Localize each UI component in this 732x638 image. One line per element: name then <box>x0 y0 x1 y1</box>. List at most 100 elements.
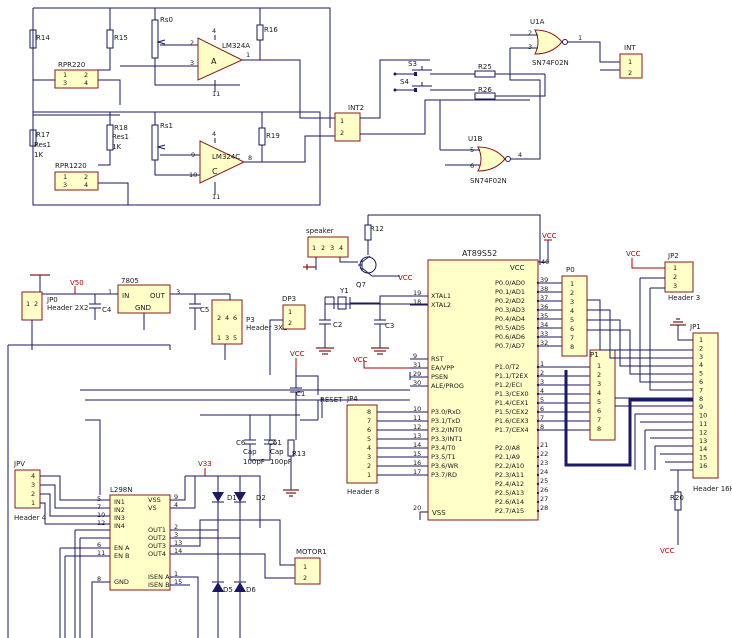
mcu-pin-number: 32 <box>540 339 548 347</box>
mcu-pin-label: ALE/PROG <box>431 382 464 390</box>
svg-text:C2: C2 <box>333 321 342 329</box>
l298-pin-number: 13 <box>174 539 182 547</box>
mcu-pin-label: P0.7/AD7 <box>495 342 525 350</box>
rpr220-label: RPR220 <box>58 61 85 69</box>
svg-text:2: 2 <box>673 273 677 281</box>
svg-text:2: 2 <box>190 39 194 47</box>
mcu-pin-number: 23 <box>540 459 548 467</box>
svg-text:4: 4 <box>212 130 216 138</box>
svg-text:INT2: INT2 <box>348 104 364 112</box>
rs0-potentiometer <box>151 19 159 59</box>
svg-text:1: 1 <box>63 173 67 181</box>
mcu-pin-number: 18 <box>413 298 421 306</box>
header-pin-number: 7 <box>570 334 574 342</box>
header-pin-number: 8 <box>699 395 703 403</box>
l298-pin-number: 11 <box>97 549 105 557</box>
mcu-pin-number: 33 <box>540 330 548 338</box>
l298-pin-number: 10 <box>97 511 105 519</box>
svg-text:4: 4 <box>84 181 88 189</box>
svg-text:7805: 7805 <box>121 277 139 285</box>
header-pin-number: 4 <box>597 389 601 397</box>
l298-pin-number: 7 <box>97 503 101 511</box>
rs0-label: Rs0 <box>160 16 173 24</box>
rst-power: VCC <box>353 356 411 380</box>
header-pin-number: 1 <box>367 471 371 479</box>
mcu-pin-dot <box>536 464 540 468</box>
mcu-pin-number: 38 <box>540 285 548 293</box>
mcu-pin-number: 31 <box>413 361 421 369</box>
svg-text:3: 3 <box>63 181 67 189</box>
interrupt-logic: INT2 1 2 S3 S4 R25 R26 U1A SN74F02N 2 3 … <box>334 18 643 185</box>
header-pin-number: 5 <box>570 316 574 324</box>
svg-text:VCC: VCC <box>542 232 557 240</box>
svg-text:1: 1 <box>246 51 250 59</box>
svg-text:1K: 1K <box>34 151 43 159</box>
int2-header <box>334 112 361 142</box>
mcu-pin-label: P0.4/AD4 <box>495 315 525 323</box>
svg-text:2: 2 <box>84 71 88 79</box>
l298n-driver <box>109 494 171 591</box>
l298-pin-number: 3 <box>174 531 178 539</box>
svg-text:P1: P1 <box>590 351 599 359</box>
svg-text:JPV: JPV <box>13 460 25 468</box>
mcu-pin-dot <box>536 473 540 477</box>
mcu-pin-label: P0.3/AD3 <box>495 306 525 314</box>
mcu-pin-number: 9 <box>413 352 417 360</box>
svg-text:VCC: VCC <box>290 350 305 358</box>
mcu-pin-label: P1.4/CEX1 <box>495 399 529 407</box>
mcu-pin-label: RST <box>431 355 444 363</box>
svg-text:L298N: L298N <box>110 486 133 494</box>
l298-pin-label: OUT3 <box>148 542 166 550</box>
svg-text:Header 8: Header 8 <box>347 488 379 496</box>
mcu-pin-number: 14 <box>413 441 421 449</box>
svg-text:2: 2 <box>288 319 292 327</box>
d2-diode <box>234 492 246 502</box>
svg-text:P0: P0 <box>566 266 575 274</box>
svg-text:1: 1 <box>303 563 307 571</box>
mcu-pin-label: XTAL1 <box>431 292 451 300</box>
header-pin-number: 1 <box>597 362 601 370</box>
lm324a-label: LM324A <box>222 42 250 50</box>
mcu-pin-number: 19 <box>413 289 421 297</box>
l298-pin-label: VSS <box>148 496 161 504</box>
mcu-pin-number: 16 <box>413 459 421 467</box>
mcu-pin-label: P3.7/RD <box>431 471 457 479</box>
svg-text:2: 2 <box>217 314 221 322</box>
svg-text:3: 3 <box>190 59 194 67</box>
svg-text:C6: C6 <box>236 439 246 447</box>
mcu-pin-dot <box>536 509 540 513</box>
svg-text:R19: R19 <box>266 132 280 140</box>
svg-text:100pF: 100pF <box>270 458 292 466</box>
svg-text:VCC: VCC <box>398 274 413 282</box>
svg-text:R12: R12 <box>370 225 384 233</box>
speaker-component <box>307 236 349 258</box>
svg-text:JP4: JP4 <box>346 395 358 403</box>
svg-text:VSS: VSS <box>432 509 446 517</box>
svg-text:AT89S52: AT89S52 <box>462 249 497 258</box>
header-pin-number: 7 <box>367 417 371 425</box>
mcu-pin-label: P3.4/T0 <box>431 444 456 452</box>
dp3-header <box>282 304 306 330</box>
power-regulator: 7805 IN OUT GND 1 3 V50 JP0 Header 2X2 1… <box>21 274 306 375</box>
svg-text:S4: S4 <box>400 78 409 86</box>
l298-pin-label: OUT1 <box>148 526 166 534</box>
svg-text:MOTOR1: MOTOR1 <box>296 548 327 556</box>
mcu-pin-label: EA/VPP <box>431 364 454 372</box>
p0-header <box>561 275 588 357</box>
header-pin-number: 14 <box>699 445 707 453</box>
svg-text:C61: C61 <box>268 439 282 447</box>
mcu-pin-label: P2.3/A11 <box>495 471 524 479</box>
header-pin-number: 3 <box>699 353 703 361</box>
l298-pin-label: ISEN A <box>148 573 170 581</box>
header-pin-number: 6 <box>597 407 601 415</box>
svg-text:C4: C4 <box>102 306 112 314</box>
svg-text:Cap: Cap <box>270 448 284 456</box>
y1-crystal <box>337 296 347 310</box>
mcu-pin-label: P0.6/AD6 <box>495 333 525 341</box>
svg-text:Header 4: Header 4 <box>14 514 47 522</box>
jp2-header <box>664 261 694 293</box>
p1-header <box>589 349 616 441</box>
header-pin-number: 3 <box>367 453 371 461</box>
